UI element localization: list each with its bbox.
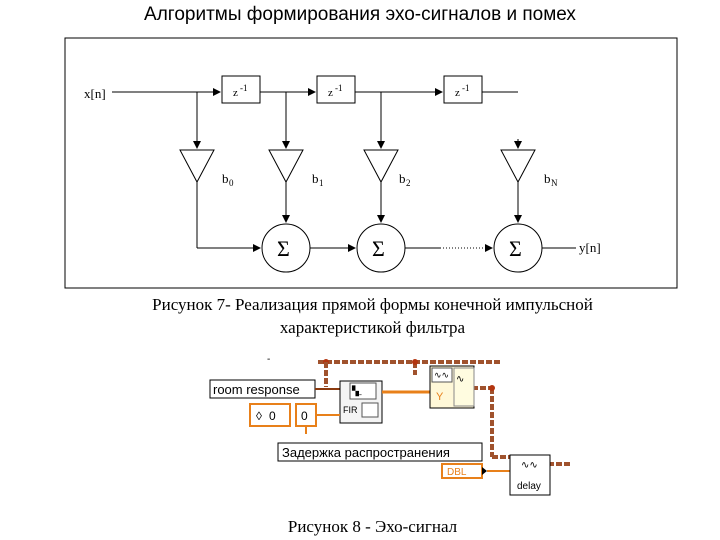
delay-exp-3: -1	[462, 83, 470, 93]
diagram-element: ∿	[456, 374, 464, 385]
diagram-element	[412, 359, 418, 365]
y-label: Y	[436, 391, 444, 403]
diagram-element	[489, 385, 495, 391]
coef-bN-sub: N	[551, 178, 558, 188]
diagram-element	[361, 402, 379, 418]
coef-b1-base: b	[312, 171, 319, 186]
array-index	[249, 403, 291, 427]
gain-b0	[179, 149, 215, 184]
gain-bN	[500, 149, 536, 184]
gain-b1	[268, 149, 304, 184]
diagram-element: -	[267, 354, 270, 365]
diagram-frame	[64, 37, 678, 289]
input-label: x[n]	[84, 86, 106, 101]
delay-label-1: z	[233, 87, 238, 99]
array-element-value: 0	[301, 409, 308, 423]
delay-label-2: z	[328, 87, 333, 99]
summer-1-symbol: Σ	[277, 236, 290, 261]
labview-block-diagram: - room response ◊ 0 0 ▚ˍ FIR ∿∿ ∿ Y Заде…	[209, 354, 570, 496]
summer-n-symbol: Σ	[509, 236, 522, 261]
delay-control	[277, 442, 483, 462]
diagram-element: ∿∿	[521, 460, 538, 471]
figure-7-caption: Рисунок 7- Реализация прямой формы конеч…	[0, 293, 720, 339]
figure-7-caption-line-2: характеристикой фильтра	[279, 318, 466, 337]
page-title: Алгоритмы формирования эхо-сигналов и по…	[144, 4, 576, 25]
diagram-element: ▚ˍ	[351, 385, 362, 397]
figure-7-caption-line-1: Рисунок 7- Реализация прямой формы конеч…	[152, 295, 593, 314]
fir-label: FIR	[343, 405, 358, 415]
dbl-label: DBL	[447, 467, 467, 478]
delay-exp-2: -1	[335, 83, 343, 93]
delay-block-1	[221, 75, 261, 104]
array-index-value: 0	[269, 409, 276, 423]
figure-8-caption: Рисунок 8 - Эхо-сигнал	[287, 517, 458, 536]
diagram-element	[349, 382, 377, 400]
output-label: y[n]	[579, 240, 601, 255]
coef-b2-base: b	[399, 171, 406, 186]
delay-block-label: delay	[517, 481, 541, 492]
diagram-element	[453, 367, 475, 407]
delay-exp-1: -1	[240, 83, 248, 93]
coef-b2-sub: 2	[406, 178, 411, 188]
delay-label-3: z	[455, 87, 460, 99]
coef-bN-base: b	[544, 171, 551, 186]
delay-block-3	[443, 75, 483, 104]
diagram-element	[482, 467, 487, 475]
gain-b2	[363, 149, 399, 184]
delay-block-2	[316, 75, 356, 104]
summer-2-symbol: Σ	[372, 236, 385, 261]
delay-control-label: Задержка распространения	[282, 445, 450, 460]
diagram-element: ∿∿	[434, 370, 449, 380]
room-response-label: room response	[213, 382, 300, 397]
coef-b0-base: b	[222, 171, 229, 186]
coef-b1-sub: 1	[319, 178, 324, 188]
delay-subvi	[509, 454, 551, 496]
coef-b0-sub: 0	[229, 178, 234, 188]
fir-direct-form-diagram: x[n] z -1 z -1 z -1 b 0 b 1 b 2 b N Σ Σ …	[64, 37, 678, 289]
array-index-arrows: ◊	[256, 409, 262, 423]
diagram-element	[431, 367, 453, 383]
